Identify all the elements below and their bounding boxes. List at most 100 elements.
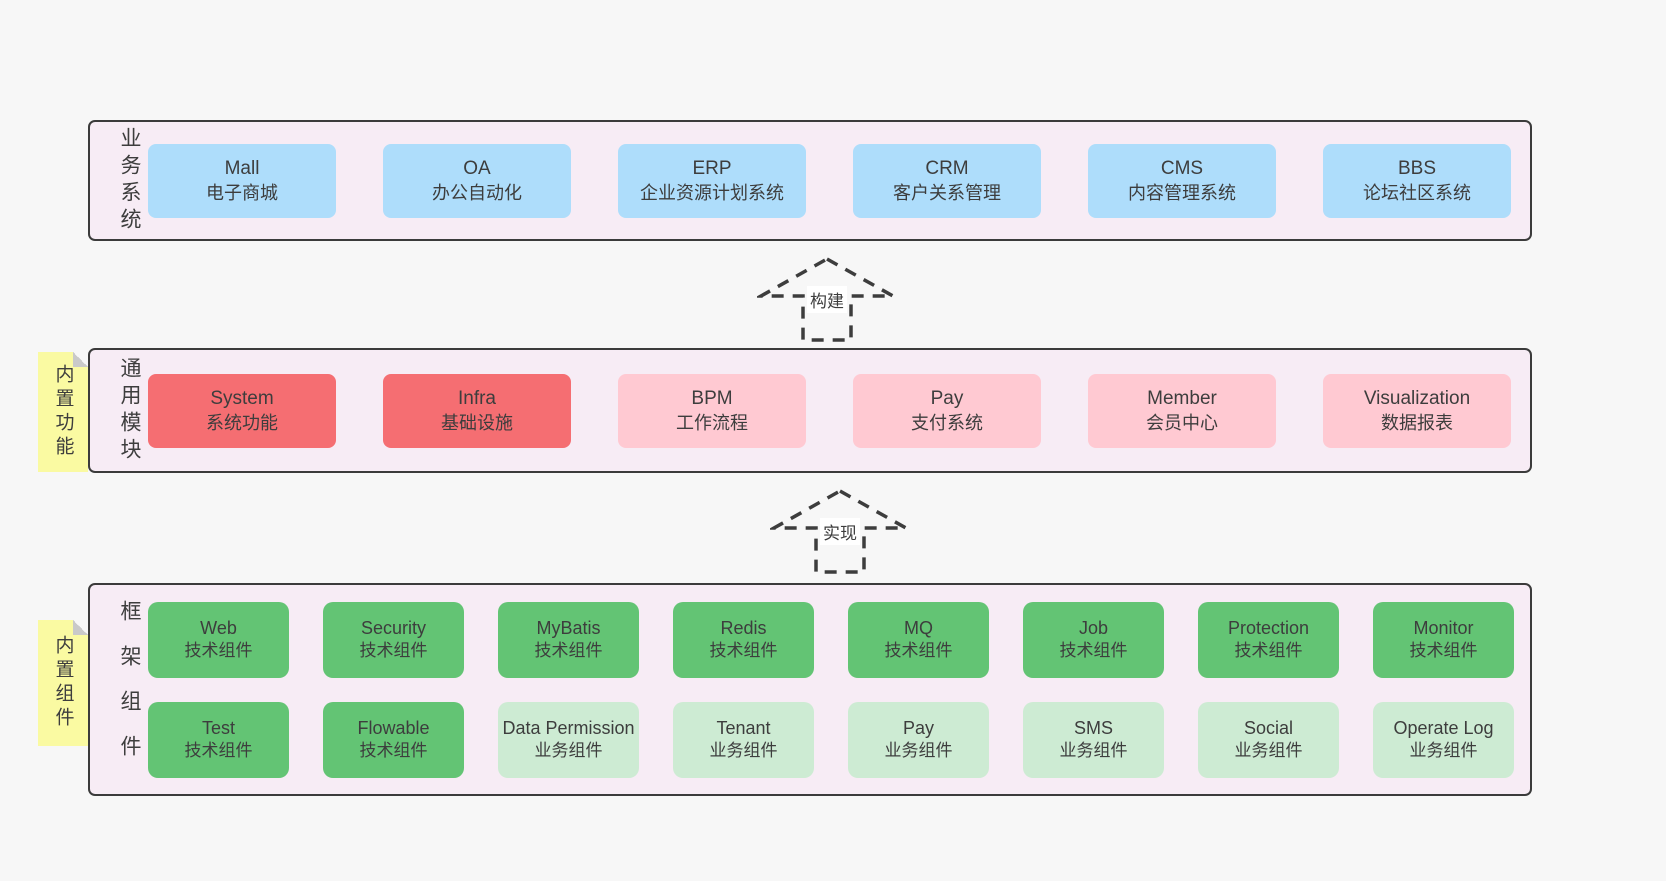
framework-row-2: Test 技术组件 Flowable 技术组件 Data Permission … <box>148 701 1530 778</box>
business-systems-panel: 业务系统 Mall 电子商城 OA 办公自动化 ERP 企业资源计划系统 CRM… <box>88 120 1532 241</box>
component-title: Flowable <box>357 717 430 738</box>
component-title: Social <box>1243 717 1294 738</box>
module-box-member: Member 会员中心 <box>1088 373 1276 448</box>
component-subtitle: 业务组件 <box>884 741 953 761</box>
implement-arrow-label: 实现 <box>820 518 860 545</box>
module-title: Member <box>1147 387 1217 409</box>
framework-components-panel: 框架组件 Web 技术组件 Security 技术组件 MyBatis 技术组件… <box>88 583 1532 796</box>
business-box-row: Mall 电子商城 OA 办公自动化 ERP 企业资源计划系统 CRM 客户关系… <box>144 143 1530 218</box>
component-title: Pay <box>902 717 935 738</box>
component-subtitle: 技术组件 <box>1059 641 1128 661</box>
module-box-oa: OA 办公自动化 <box>383 143 571 218</box>
component-subtitle: 业务组件 <box>534 741 603 761</box>
component-title: Test <box>201 717 235 738</box>
component-box-protection: Protection 技术组件 <box>1198 601 1339 678</box>
component-box-test: Test 技术组件 <box>148 701 289 778</box>
component-box-tenant: Tenant 业务组件 <box>673 701 814 778</box>
component-title: MQ <box>904 617 933 638</box>
component-box-mq: MQ 技术组件 <box>848 601 989 678</box>
built-in-functions-note: 内置功能 <box>38 352 88 472</box>
module-subtitle: 支付系统 <box>911 413 983 434</box>
build-arrow: 构建 <box>757 256 897 344</box>
module-title: Pay <box>930 387 964 409</box>
module-box-cms: CMS 内容管理系统 <box>1088 143 1276 218</box>
component-subtitle: 技术组件 <box>1234 641 1303 661</box>
component-subtitle: 技术组件 <box>534 641 603 661</box>
module-subtitle: 论坛社区系统 <box>1363 183 1471 204</box>
module-subtitle: 内容管理系统 <box>1128 183 1236 204</box>
component-title: Monitor <box>1413 617 1474 638</box>
component-subtitle: 业务组件 <box>1409 741 1478 761</box>
component-subtitle: 技术组件 <box>884 641 953 661</box>
component-subtitle: 业务组件 <box>1234 741 1303 761</box>
component-box-social: Social 业务组件 <box>1198 701 1339 778</box>
implement-arrow: 实现 <box>770 488 910 576</box>
module-box-mall: Mall 电子商城 <box>148 143 336 218</box>
component-title: Operate Log <box>1393 717 1494 738</box>
module-subtitle: 基础设施 <box>441 413 513 434</box>
component-box-pay: Pay 业务组件 <box>848 701 989 778</box>
module-title: Visualization <box>1363 387 1471 409</box>
build-arrow-label: 构建 <box>807 286 847 313</box>
component-title: Protection <box>1227 617 1310 638</box>
module-title: System <box>210 387 274 409</box>
component-box-operate-log: Operate Log 业务组件 <box>1373 701 1514 778</box>
module-title: CMS <box>1160 157 1204 179</box>
note-text: 内置功能 <box>52 364 74 460</box>
component-title: Data Permission <box>502 717 635 738</box>
common-panel-label: 通用模块 <box>118 356 141 465</box>
component-title: SMS <box>1073 717 1113 738</box>
component-subtitle: 技术组件 <box>709 641 778 661</box>
component-box-data-permission: Data Permission 业务组件 <box>498 701 639 778</box>
module-box-system: System 系统功能 <box>148 373 336 448</box>
component-subtitle: 业务组件 <box>709 741 778 761</box>
component-title: Security <box>360 617 427 638</box>
module-box-infra: Infra 基础设施 <box>383 373 571 448</box>
module-box-bbs: BBS 论坛社区系统 <box>1323 143 1511 218</box>
framework-panel-label: 框架组件 <box>118 599 141 780</box>
business-panel-label: 业务系统 <box>118 126 141 235</box>
module-box-visualization: Visualization 数据报表 <box>1323 373 1511 448</box>
module-title: OA <box>463 157 491 179</box>
component-box-security: Security 技术组件 <box>323 601 464 678</box>
component-subtitle: 技术组件 <box>184 641 253 661</box>
component-title: MyBatis <box>536 617 601 638</box>
component-box-monitor: Monitor 技术组件 <box>1373 601 1514 678</box>
module-title: ERP <box>692 157 732 179</box>
module-box-pay: Pay 支付系统 <box>853 373 1041 448</box>
component-title: Redis <box>720 617 767 638</box>
component-subtitle: 技术组件 <box>184 741 253 761</box>
module-subtitle: 企业资源计划系统 <box>640 183 784 204</box>
component-box-job: Job 技术组件 <box>1023 601 1164 678</box>
common-modules-panel: 通用模块 System 系统功能 Infra 基础设施 BPM 工作流程 Pay… <box>88 348 1532 473</box>
module-title: Mall <box>224 157 260 179</box>
module-subtitle: 办公自动化 <box>432 183 522 204</box>
module-title: Infra <box>457 387 497 409</box>
module-subtitle: 系统功能 <box>206 413 278 434</box>
module-box-erp: ERP 企业资源计划系统 <box>618 143 806 218</box>
framework-row-1: Web 技术组件 Security 技术组件 MyBatis 技术组件 Redi… <box>148 601 1530 678</box>
built-in-components-note: 内置组件 <box>38 620 88 746</box>
component-box-mybatis: MyBatis 技术组件 <box>498 601 639 678</box>
component-box-sms: SMS 业务组件 <box>1023 701 1164 778</box>
module-title: BBS <box>1397 157 1437 179</box>
module-subtitle: 电子商城 <box>206 183 278 204</box>
component-box-flowable: Flowable 技术组件 <box>323 701 464 778</box>
component-title: Tenant <box>716 717 771 738</box>
module-subtitle: 数据报表 <box>1381 413 1453 434</box>
module-subtitle: 客户关系管理 <box>893 183 1001 204</box>
framework-rows: Web 技术组件 Security 技术组件 MyBatis 技术组件 Redi… <box>144 601 1530 778</box>
note-text: 内置组件 <box>52 635 74 731</box>
module-box-bpm: BPM 工作流程 <box>618 373 806 448</box>
module-subtitle: 工作流程 <box>676 413 748 434</box>
component-subtitle: 业务组件 <box>1059 741 1128 761</box>
component-subtitle: 技术组件 <box>1409 641 1478 661</box>
component-title: Web <box>200 617 237 638</box>
module-subtitle: 会员中心 <box>1146 413 1218 434</box>
module-title: BPM <box>691 387 733 409</box>
component-box-web: Web 技术组件 <box>148 601 289 678</box>
component-subtitle: 技术组件 <box>359 741 428 761</box>
component-box-redis: Redis 技术组件 <box>673 601 814 678</box>
module-title: CRM <box>925 157 969 179</box>
